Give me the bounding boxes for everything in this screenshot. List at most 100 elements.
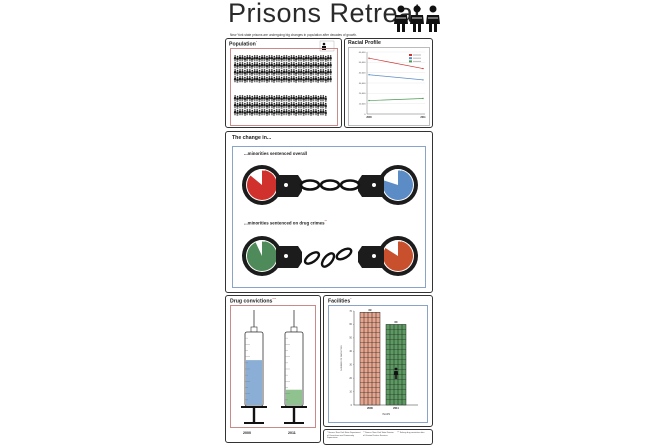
prisoner-figure: [317, 55, 320, 62]
prisoner-figure: [275, 109, 278, 116]
prisoner-figure: [248, 102, 251, 109]
prisoner-figure: [277, 76, 281, 83]
prisoner-figure: [290, 76, 293, 83]
prisoner-figure: [243, 69, 247, 76]
syringe-thumb: [284, 422, 304, 424]
prisoner-figure: [290, 95, 293, 102]
prisoner-figure: [319, 102, 323, 109]
prisoner-figure: [319, 76, 323, 83]
y-tick-label: 30: [349, 364, 352, 367]
data-point: [422, 79, 424, 81]
prisoner-figure: [290, 62, 293, 69]
prisoner-figure: [275, 69, 278, 76]
x-axis-label: YEARS: [382, 413, 391, 416]
year-label: 2011: [395, 168, 401, 172]
population-title: Population*: [229, 40, 257, 48]
prisoner-figure: [312, 102, 315, 109]
x-tick-label: 2011: [393, 406, 399, 410]
prisoner-figure: [258, 95, 261, 102]
prisoner-figure: [309, 76, 313, 83]
prisoner-figure: [263, 76, 266, 83]
prisoner-figure: [285, 95, 288, 102]
year-label: 2000: [259, 168, 265, 172]
facilities-marker: *: [350, 297, 352, 301]
prisoner-figure: [302, 95, 305, 102]
prisoner-figure: [312, 109, 315, 116]
prisoner-figure: [299, 109, 303, 116]
prisoner-figure: [270, 62, 274, 69]
pie-slice-left: [247, 170, 277, 200]
cuff-lock: [276, 175, 302, 197]
prisoner-figure: [243, 55, 247, 62]
prisoner-figure: [280, 62, 283, 69]
legend-text: [413, 54, 421, 56]
prisoner-figure: [273, 95, 276, 102]
prisoner-figure: [253, 102, 256, 109]
prisoner-figure: [324, 76, 327, 83]
prisoner-figure: [322, 95, 325, 102]
bar-value-label: 69: [369, 308, 372, 312]
drug-convictions-panel: Drug convictions*** 2000 2011: [225, 295, 321, 443]
change-inner-frame: [232, 146, 426, 288]
intro-line: New York state prisons are undergoing bi…: [230, 33, 357, 37]
prisoner-figure: [292, 109, 296, 116]
syringe-hub: [250, 326, 258, 333]
prisoner-figure: [287, 62, 291, 69]
prisoner-in-bar: [393, 367, 399, 379]
bar-value-label: 60: [395, 320, 398, 324]
racial-profile-inner-frame: [348, 47, 430, 126]
prisoner-figure: [324, 95, 327, 102]
racial-line-chart: 60,00050,00040,00030,00020,00010,0000200…: [359, 52, 426, 119]
prisoner-figure: [255, 76, 259, 83]
x-tick-label: 2000: [367, 406, 373, 410]
prisoner-figure: [243, 76, 247, 83]
prisoner-figure: [241, 62, 244, 69]
prisoner-figure: [246, 95, 249, 102]
keyhole: [284, 254, 288, 258]
prisoner-figure: [314, 62, 318, 69]
syringe-hub: [290, 326, 298, 333]
prisoner-figure: [263, 109, 266, 116]
prisoner-figure: [255, 62, 259, 69]
handcuffs-overall: 2000 2011: [242, 165, 418, 205]
prisoner-figure: [307, 69, 310, 76]
year-label: 2011: [395, 239, 401, 243]
prisoner-figure: [233, 55, 237, 62]
prisoner-figure: [290, 102, 293, 109]
chain-link: [319, 179, 341, 191]
prisoner-figure: [319, 69, 323, 76]
pie-slice-left: [247, 241, 277, 271]
prisoner-figure: [246, 55, 249, 62]
prisoner-figure: [322, 69, 325, 76]
prisoner-figure: [273, 109, 276, 116]
prisoner-figure: [290, 69, 293, 76]
prisoner-figure: [238, 109, 242, 116]
prisoner-figure: [238, 69, 242, 76]
prisoner-figure: [270, 95, 274, 102]
prisoner-figure: [238, 76, 242, 83]
prisoner-figure: [236, 62, 239, 69]
prisoner-figure: [258, 69, 261, 76]
prisoner-figure: [275, 102, 278, 109]
prisoner-figure: [250, 69, 254, 76]
prisoner-figure: [273, 69, 276, 76]
racial-profile-title: Racial Profile: [348, 40, 381, 46]
syringe-flange: [241, 406, 267, 408]
footnote: ** Source: New York State Division of Cr…: [363, 432, 394, 437]
prisoner-figure: [282, 62, 286, 69]
facilities-title: Facilities*: [328, 297, 351, 305]
data-point: [368, 99, 370, 102]
prisoner-figure: [297, 76, 300, 83]
chain-link: [320, 252, 336, 268]
prisoner-figure: [277, 95, 281, 102]
prisoner-figure: [248, 95, 251, 102]
prisoner-figure: [282, 102, 286, 109]
prisoner-figure: [314, 95, 318, 102]
prisoner-figure: [238, 95, 242, 102]
x-tick-label: 2000: [366, 116, 372, 119]
y-tick-label: 20,000: [359, 93, 366, 95]
prisoner-figure: [307, 95, 310, 102]
syringe-fill: [286, 389, 302, 405]
prisoner-figure: [236, 55, 239, 62]
